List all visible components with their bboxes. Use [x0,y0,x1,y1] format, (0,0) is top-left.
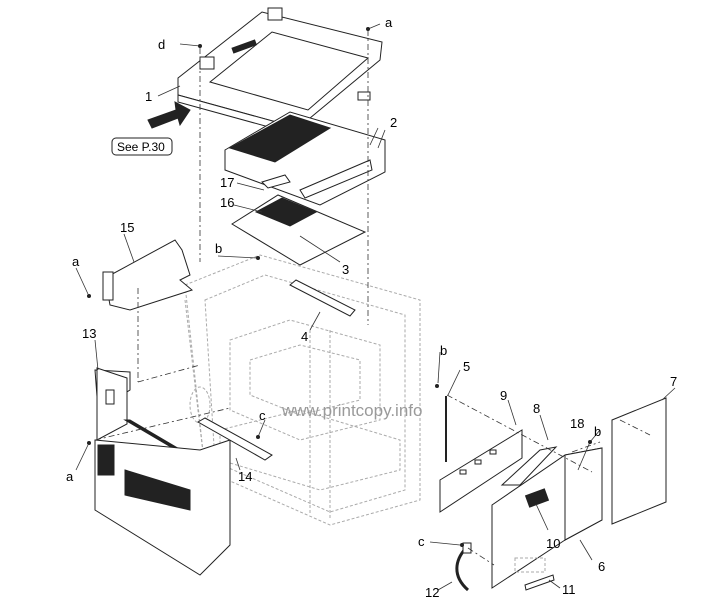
screw-label-d: d [158,37,165,52]
callout-9: 9 [500,388,507,403]
screw-label-a-top: a [385,15,393,30]
part-14-bracket [196,417,273,461]
screw-label-c-handle: c [418,534,425,549]
callout-17: 17 [220,175,234,190]
screw-label-a-lower: a [66,469,74,484]
callout-14: 14 [238,469,252,484]
part-12-handle [455,542,472,592]
screw-label-b-right: b [440,343,447,358]
see-reference-arrow [147,101,191,129]
assembly-lines [94,30,651,566]
callout-12: 12 [425,585,439,600]
callout-1: 1 [145,89,152,104]
part-3-lower-plate [231,174,367,266]
screw-label-c-mid: c [259,408,266,423]
callout-7: 7 [670,374,677,389]
callout-6: 6 [598,559,605,574]
callout-10: 10 [546,536,560,551]
callout-4: 4 [301,329,308,344]
callout-18: 18 [570,416,584,431]
callout-5: 5 [463,359,470,374]
callout-13: 13 [82,326,96,341]
screw-points [87,27,592,547]
part-4-rail [289,279,356,317]
part-11-label [524,574,555,591]
screw-label-b-frame: b [215,241,222,256]
watermark-text: www.printcopy.info [281,401,422,420]
see-reference-badge: See P.30 [111,137,173,156]
callout-labels: 1 2 3 4 5 6 7 8 9 10 11 12 13 14 15 16 1… [82,89,677,600]
part-1-top-cover [177,7,383,136]
callout-11: 11 [562,582,576,597]
part-15-left-inner-cover [102,239,194,311]
leader-lines [75,23,676,591]
callout-2: 2 [390,115,397,130]
callout-8: 8 [533,401,540,416]
screw-label-b-door: b [594,424,601,439]
part-6-front-door [491,446,603,589]
screw-labels: d a a a b b b c c [66,15,601,549]
callout-16: 16 [220,195,234,210]
part-9-inner-plate [439,429,523,513]
part-2-scanner-unit [224,111,386,206]
callout-15: 15 [120,220,134,235]
left-side-cover-panel [94,439,231,576]
screw-label-a-left: a [72,254,80,269]
see-reference-text: See P.30 [117,140,165,154]
part-7-side-panel [611,397,667,525]
callout-3: 3 [342,262,349,277]
